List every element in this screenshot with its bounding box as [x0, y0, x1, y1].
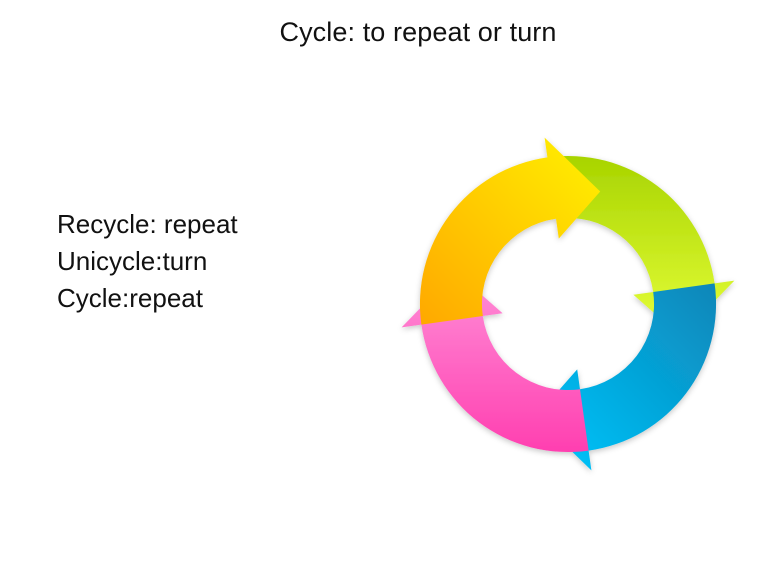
definition-item-unicycle: Unicycle:turn — [57, 246, 208, 276]
definition-list: Recycle: repeat Unicycle:turn Cycle:repe… — [57, 206, 238, 317]
slide-title: Cycle: to repeat or turn — [279, 17, 557, 47]
cycle-arrow-yellow — [419, 137, 601, 325]
definition-item-cycle: Cycle:repeat — [57, 283, 203, 313]
cycle-arrows-diagram — [401, 137, 735, 471]
definition-item-recycle: Recycle: repeat — [57, 209, 238, 239]
